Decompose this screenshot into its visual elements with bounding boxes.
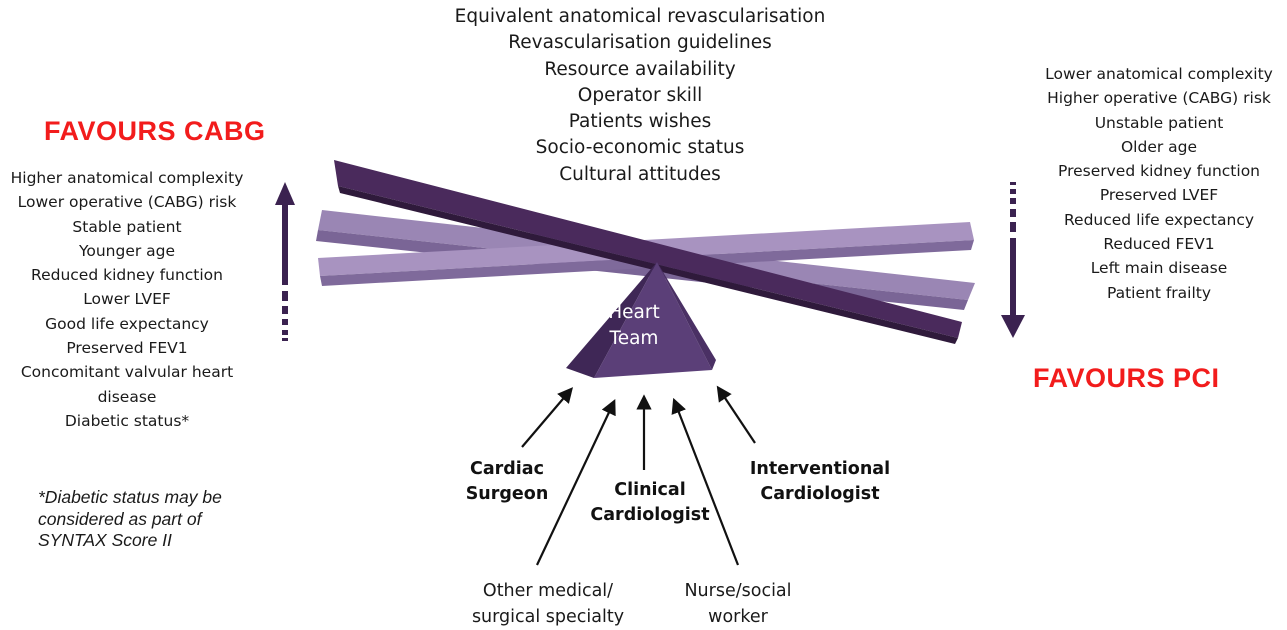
role-line: Cardiologist	[760, 484, 880, 504]
center-factor: Operator skill	[577, 84, 703, 106]
arrow-other-specialty	[536, 399, 616, 566]
arrow-nurse	[671, 397, 740, 566]
left-up-arrow	[275, 182, 295, 341]
pci-factor-list: Lower anatomical complexity Higher opera…	[1034, 62, 1284, 305]
cabg-factor-list: Higher anatomical complexity Lower opera…	[0, 166, 254, 433]
role-arrows	[521, 385, 756, 566]
cabg-factor: Reduced kidney function	[31, 266, 223, 285]
pci-factor: Higher operative (CABG) risk	[1047, 89, 1271, 108]
diabetic-footnote: *Diabetic status may be considered as pa…	[38, 487, 222, 552]
cabg-factor: disease	[97, 387, 157, 406]
cardiac-surgeon-label: Cardiac Surgeon	[452, 457, 562, 507]
cabg-factor: Good life expectancy	[45, 314, 209, 333]
footnote-line: SYNTAX Score II	[38, 530, 172, 550]
footnote-line: considered as part of	[38, 508, 202, 529]
pci-factor: Older age	[1120, 137, 1198, 156]
center-factor: Cultural attitudes	[559, 163, 721, 185]
pci-factor: Lower anatomical complexity	[1045, 65, 1273, 83]
pci-factor: Preserved LVEF	[1099, 186, 1219, 205]
role-line: Other medical/	[482, 581, 614, 601]
cabg-factor: Younger age	[78, 241, 176, 260]
center-factor: Equivalent anatomical revascularisation	[454, 6, 826, 27]
pci-factor: Reduced life expectancy	[1063, 210, 1255, 229]
pci-factor: Left main disease	[1090, 259, 1228, 278]
pci-factor: Reduced FEV1	[1103, 235, 1215, 254]
fulcrum-label: Heart Team	[604, 300, 664, 352]
pci-factor: Patient frailty	[1106, 283, 1212, 302]
center-factor: Socio-economic status	[535, 137, 745, 159]
right-down-arrow	[1001, 182, 1025, 338]
favours-cabg-heading: FAVOURS CABG	[44, 116, 266, 146]
center-factor: Revascularisation guidelines	[508, 32, 772, 54]
cabg-factor: Concomitant valvular heart	[20, 363, 234, 382]
nurse-label: Nurse/social worker	[668, 578, 808, 630]
dark-beam	[334, 160, 962, 344]
cabg-factor: Preserved FEV1	[66, 339, 188, 358]
cabg-factor: Lower operative (CABG) risk	[17, 193, 237, 212]
fulcrum-label-line2: Team	[609, 328, 659, 349]
role-line: Interventional	[749, 459, 891, 479]
role-line: Cardiologist	[590, 505, 710, 525]
role-line: Clinical	[614, 480, 686, 500]
role-line: Surgeon	[465, 484, 549, 504]
role-line: surgical specialty	[471, 607, 625, 627]
role-line: Nurse/social	[684, 581, 792, 601]
pci-factor: Preserved kidney function	[1058, 162, 1260, 181]
fulcrum-label-line1: Heart	[608, 302, 660, 323]
arrow-interventional-cardiologist	[716, 385, 756, 444]
cabg-factor: Diabetic status*	[64, 411, 190, 430]
other-specialty-label: Other medical/ surgical specialty	[458, 578, 638, 630]
cabg-factor: Stable patient	[72, 217, 182, 236]
favours-pci-heading: FAVOURS PCI	[1033, 363, 1220, 393]
cabg-factor: Lower LVEF	[83, 290, 171, 309]
clinical-cardiologist-label: Clinical Cardiologist	[585, 478, 715, 528]
role-line: Cardiac	[470, 459, 544, 479]
center-factor: Patients wishes	[568, 111, 712, 133]
footnote-line: *Diabetic status may be	[38, 487, 222, 507]
pci-factor: Unstable patient	[1094, 113, 1224, 132]
center-factor-list: Equivalent anatomical revascularisation …	[430, 4, 850, 188]
center-factor: Resource availability	[544, 58, 736, 80]
arrow-cardiac-surgeon	[521, 387, 573, 448]
interventional-cardiologist-label: Interventional Cardiologist	[740, 457, 900, 507]
cabg-factor: Higher anatomical complexity	[10, 169, 244, 187]
role-line: worker	[708, 607, 768, 627]
heart-team-fulcrum	[566, 262, 716, 378]
